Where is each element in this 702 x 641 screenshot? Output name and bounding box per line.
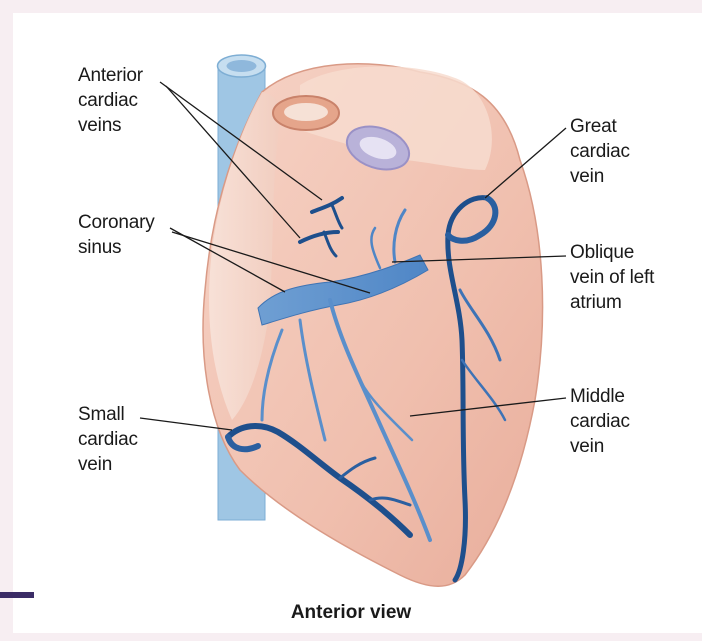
label-line: vein [570, 434, 630, 459]
aorta [273, 96, 339, 130]
label-line: cardiac [570, 409, 630, 434]
label-line: Oblique [570, 240, 654, 265]
label-coronary-sinus: Coronary sinus [78, 210, 155, 260]
label-oblique-vein: Oblique vein of left atrium [570, 240, 654, 315]
label-anterior-cardiac-veins: Anterior cardiac veins [78, 63, 143, 138]
label-middle-cardiac-vein: Middle cardiac vein [570, 384, 630, 459]
label-line: vein of left [570, 265, 654, 290]
label-line: Anterior [78, 63, 143, 88]
label-line: Small [78, 402, 138, 427]
label-line: cardiac [78, 88, 143, 113]
label-line: cardiac [78, 427, 138, 452]
label-small-cardiac-vein: Small cardiac vein [78, 402, 138, 477]
label-line: veins [78, 113, 143, 138]
label-line: Middle [570, 384, 630, 409]
label-line: Coronary [78, 210, 155, 235]
label-line: vein [78, 452, 138, 477]
label-line: vein [570, 164, 630, 189]
label-great-cardiac-vein: Great cardiac vein [570, 114, 630, 189]
label-line: atrium [570, 290, 654, 315]
label-line: cardiac [570, 139, 630, 164]
figure-caption: Anterior view [0, 602, 702, 624]
label-line: sinus [78, 235, 155, 260]
label-line: Great [570, 114, 630, 139]
